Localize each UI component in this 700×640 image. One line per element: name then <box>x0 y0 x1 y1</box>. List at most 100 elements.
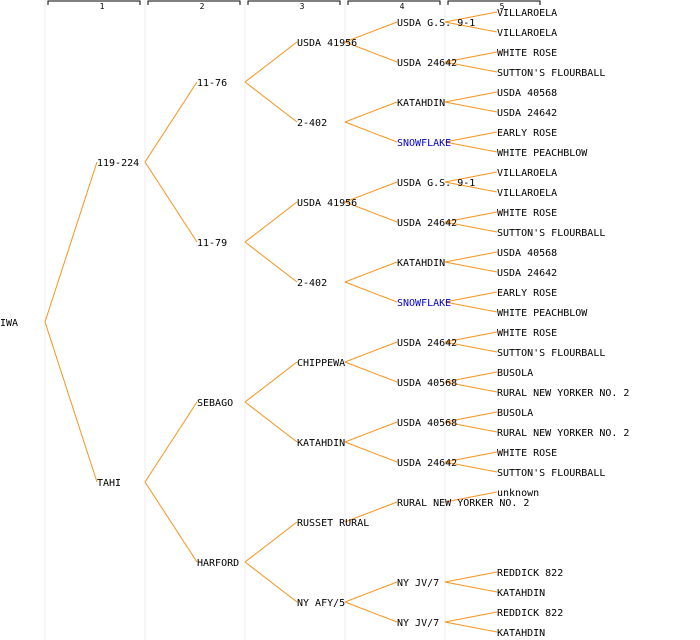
pedigree-edge <box>144 401 198 483</box>
pedigree-edge <box>344 501 398 523</box>
ancestor-link[interactable]: SNOWFLAKE <box>397 298 451 309</box>
ancestor-name: RURAL NEW YORKER NO. 2 <box>497 388 629 399</box>
pedigree-edge <box>244 401 298 443</box>
column-number: 5 <box>500 2 505 11</box>
ancestor-name: USDA G.S. 9-1 <box>397 18 475 29</box>
ancestor-name: VILLAROELA <box>497 8 557 19</box>
pedigree-edge <box>244 361 298 403</box>
ancestor-name: 2-402 <box>297 278 327 289</box>
ancestor-name: 11-76 <box>197 78 227 89</box>
pedigree-edge <box>444 301 498 313</box>
pedigree-edge <box>444 451 498 463</box>
ancestor-name: RUSSET RURAL <box>297 518 369 529</box>
ancestor-name: USDA 41956 <box>297 38 357 49</box>
pedigree-edge <box>344 341 398 363</box>
pedigree-edge <box>444 331 498 343</box>
ancestor-name: USDA 40568 <box>397 418 457 429</box>
ancestor-name: VILLAROELA <box>497 188 557 199</box>
pedigree-edge <box>344 41 398 63</box>
column-bracket <box>347 0 441 5</box>
ancestor-name: REDDICK 822 <box>497 608 563 619</box>
ancestor-name: KATAHDIN <box>397 98 445 109</box>
pedigree-edge <box>444 421 498 433</box>
pedigree-edge <box>444 571 498 583</box>
ancestor-name: WHITE PEACHBLOW <box>497 148 588 159</box>
ancestor-name: TAHI <box>97 478 121 489</box>
pedigree-edge <box>344 421 398 443</box>
ancestor-name: WHITE ROSE <box>497 208 557 219</box>
ancestor-name: KATAHDIN <box>497 588 545 599</box>
ancestor-name: USDA 24642 <box>397 218 457 229</box>
pedigree-edge <box>244 521 298 563</box>
pedigree-edge <box>444 371 498 383</box>
pedigree-edge <box>444 211 498 223</box>
pedigree-edge <box>144 161 198 243</box>
ancestor-name: CHIPPEWA <box>297 358 345 369</box>
ancestor-name: 11-79 <box>197 238 227 249</box>
pedigree-edge <box>344 601 398 623</box>
tree-edges <box>44 11 498 633</box>
pedigree-edge <box>444 581 498 593</box>
ancestor-name: WHITE ROSE <box>497 328 557 339</box>
ancestor-name: SUTTON'S FLOURBALL <box>497 348 605 359</box>
pedigree-edge <box>244 241 298 283</box>
pedigree-edge <box>444 51 498 63</box>
ancestor-name: KATAHDIN <box>397 258 445 269</box>
pedigree-edge <box>444 291 498 303</box>
pedigree-edge <box>444 411 498 423</box>
ancestor-name: SEBAGO <box>197 398 233 409</box>
ancestor-name: USDA 24642 <box>497 108 557 119</box>
pedigree-edge <box>344 201 398 223</box>
ancestor-name: SUTTON'S FLOURBALL <box>497 468 605 479</box>
ancestor-name: VILLAROELA <box>497 28 557 39</box>
pedigree-edge <box>444 251 498 263</box>
ancestor-name: WHITE PEACHBLOW <box>497 308 588 319</box>
ancestor-name: NY JV/7 <box>397 618 439 629</box>
ancestor-name: RURAL NEW YORKER NO. 2 <box>397 498 529 509</box>
pedigree-edge <box>344 101 398 123</box>
ancestor-name: 2-402 <box>297 118 327 129</box>
ancestor-name: 119-224 <box>97 158 139 169</box>
pedigree-edge <box>444 101 498 113</box>
pedigree-edge <box>444 131 498 143</box>
ancestor-name: HARFORD <box>197 558 239 569</box>
ancestor-name: SUTTON'S FLOURBALL <box>497 68 605 79</box>
pedigree-edge <box>444 381 498 393</box>
ancestor-name: NY AFY/5 <box>297 598 345 609</box>
pedigree-edge <box>344 181 398 203</box>
ancestor-name: USDA 41956 <box>297 198 357 209</box>
pedigree-edge <box>444 181 498 193</box>
pedigree-edge <box>244 81 298 123</box>
ancestor-name: BUSOLA <box>497 368 533 379</box>
pedigree-edge <box>344 581 398 603</box>
column-number: 1 <box>100 2 105 11</box>
column-number: 2 <box>200 2 205 11</box>
ancestor-name: NY JV/7 <box>397 578 439 589</box>
ancestor-name: USDA 40568 <box>397 378 457 389</box>
ancestor-link[interactable]: SNOWFLAKE <box>397 138 451 149</box>
pedigree-edge <box>344 121 398 143</box>
pedigree-edge <box>444 261 498 273</box>
pedigree-edge <box>344 441 398 463</box>
column-number: 3 <box>300 2 305 11</box>
pedigree-edge <box>444 171 498 183</box>
column-bracket <box>447 0 541 5</box>
pedigree-edge <box>344 281 398 303</box>
root-cultivar: IWA <box>0 318 18 329</box>
pedigree-edge <box>444 611 498 623</box>
pedigree-edge <box>344 21 398 43</box>
pedigree-edge <box>444 491 498 503</box>
ancestor-name: USDA G.S. 9-1 <box>397 178 475 189</box>
ancestor-name: USDA 24642 <box>397 458 457 469</box>
ancestor-name: EARLY ROSE <box>497 128 557 139</box>
column-number: 4 <box>400 2 405 11</box>
pedigree-edge <box>144 481 198 563</box>
ancestor-name: VILLAROELA <box>497 168 557 179</box>
pedigree-edge <box>144 81 198 163</box>
ancestor-name: USDA 24642 <box>397 338 457 349</box>
ancestor-name: USDA 40568 <box>497 248 557 259</box>
ancestor-name: RURAL NEW YORKER NO. 2 <box>497 428 629 439</box>
ancestor-name: unknown <box>497 488 539 499</box>
